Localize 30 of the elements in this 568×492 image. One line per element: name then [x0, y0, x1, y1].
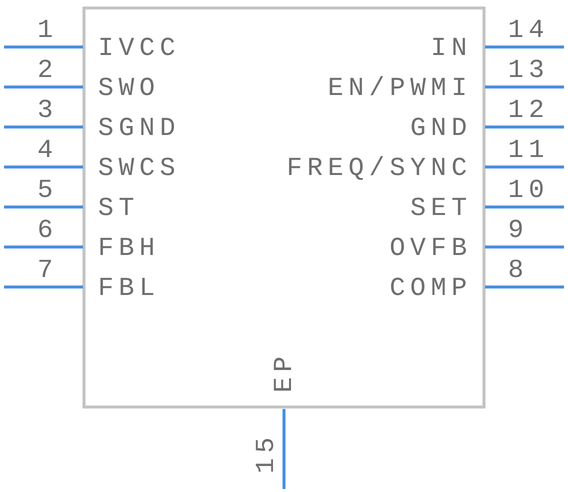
pin-name: FREQ/SYNC: [286, 155, 472, 181]
pin-name: IN: [430, 35, 472, 61]
pin-name: EP: [271, 351, 297, 393]
pin-name: SWCS: [98, 155, 180, 181]
pin-number: 13: [508, 57, 550, 83]
pin-number: 8: [508, 257, 529, 283]
pin-number: 4: [37, 137, 58, 163]
pin-name: EN/PWMI: [328, 75, 472, 101]
pin-number: 9: [508, 217, 529, 243]
pin-name: FBH: [98, 235, 160, 261]
pin-number: 5: [37, 177, 58, 203]
pin-number: 10: [508, 177, 550, 203]
pin-name: SWO: [98, 75, 160, 101]
pin-number: 6: [37, 217, 58, 243]
pin-name: SGND: [98, 115, 180, 141]
pin-name: GND: [410, 115, 472, 141]
pin-number: 14: [508, 17, 550, 43]
pin-name: ST: [98, 195, 140, 221]
pin-number: 7: [37, 257, 58, 283]
pin-number: 3: [37, 97, 58, 123]
pin-name: COMP: [390, 275, 472, 301]
pin-number: 1: [37, 17, 58, 43]
pin-name: FBL: [98, 275, 160, 301]
pin-number: 2: [37, 57, 58, 83]
pin-number: 12: [508, 97, 550, 123]
pin-number: 11: [508, 137, 550, 163]
pin-number: 15: [253, 432, 279, 474]
pin-name: OVFB: [390, 235, 472, 261]
pin-name: SET: [410, 195, 472, 221]
pin-name: IVCC: [98, 35, 180, 61]
